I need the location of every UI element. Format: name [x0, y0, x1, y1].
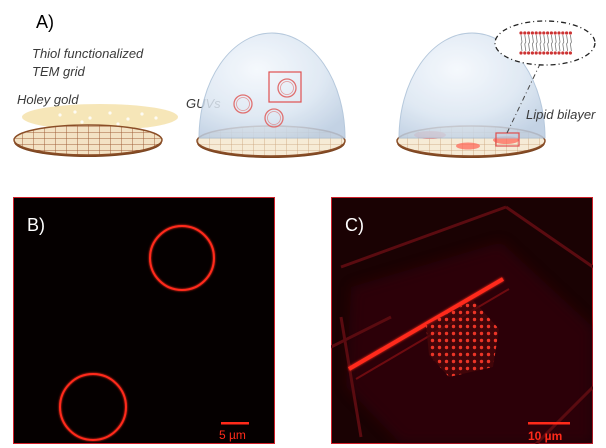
schematic-panel-a: A) Thiol functionalized TEM grid Holey g…	[13, 12, 596, 158]
lipid-bilayer-inset	[494, 20, 596, 66]
label-thiol-line2: TEM grid	[32, 64, 86, 79]
micrograph-panel-c: C) 10 µm	[331, 197, 593, 444]
label-holey-gold: Holey gold	[17, 92, 79, 107]
guv-vesicles	[233, 78, 297, 128]
scale-bar-b-label: 5 µm	[219, 428, 246, 442]
guv-zoom-box	[268, 71, 302, 103]
holey-gold-film	[22, 104, 178, 130]
scale-bar-c	[528, 422, 570, 425]
panel-b-frame	[13, 197, 275, 444]
micrograph-panel-b: B) 5 µm	[13, 197, 275, 444]
scale-bar-b	[221, 422, 249, 425]
guv-ring-upper	[149, 225, 215, 291]
panel-a-letter: A)	[36, 12, 54, 32]
scale-bar-c-label: 10 µm	[528, 429, 562, 443]
droplet-dome-1	[198, 32, 346, 139]
panel-b-letter: B)	[27, 215, 45, 235]
label-thiol-line1: Thiol functionalized	[32, 46, 144, 61]
bilayer-patch	[426, 300, 499, 377]
zoom-leader-line	[506, 61, 542, 134]
grid-bar-edge	[347, 277, 505, 371]
label-lipid-bilayer: Lipid bilayer	[526, 107, 596, 122]
guv-ring-lower	[59, 373, 127, 441]
grid-square-outlines	[331, 205, 593, 444]
panel-c-letter: C)	[345, 215, 364, 235]
droplet-dome-2	[398, 32, 546, 139]
tem-grid-1	[13, 124, 163, 157]
